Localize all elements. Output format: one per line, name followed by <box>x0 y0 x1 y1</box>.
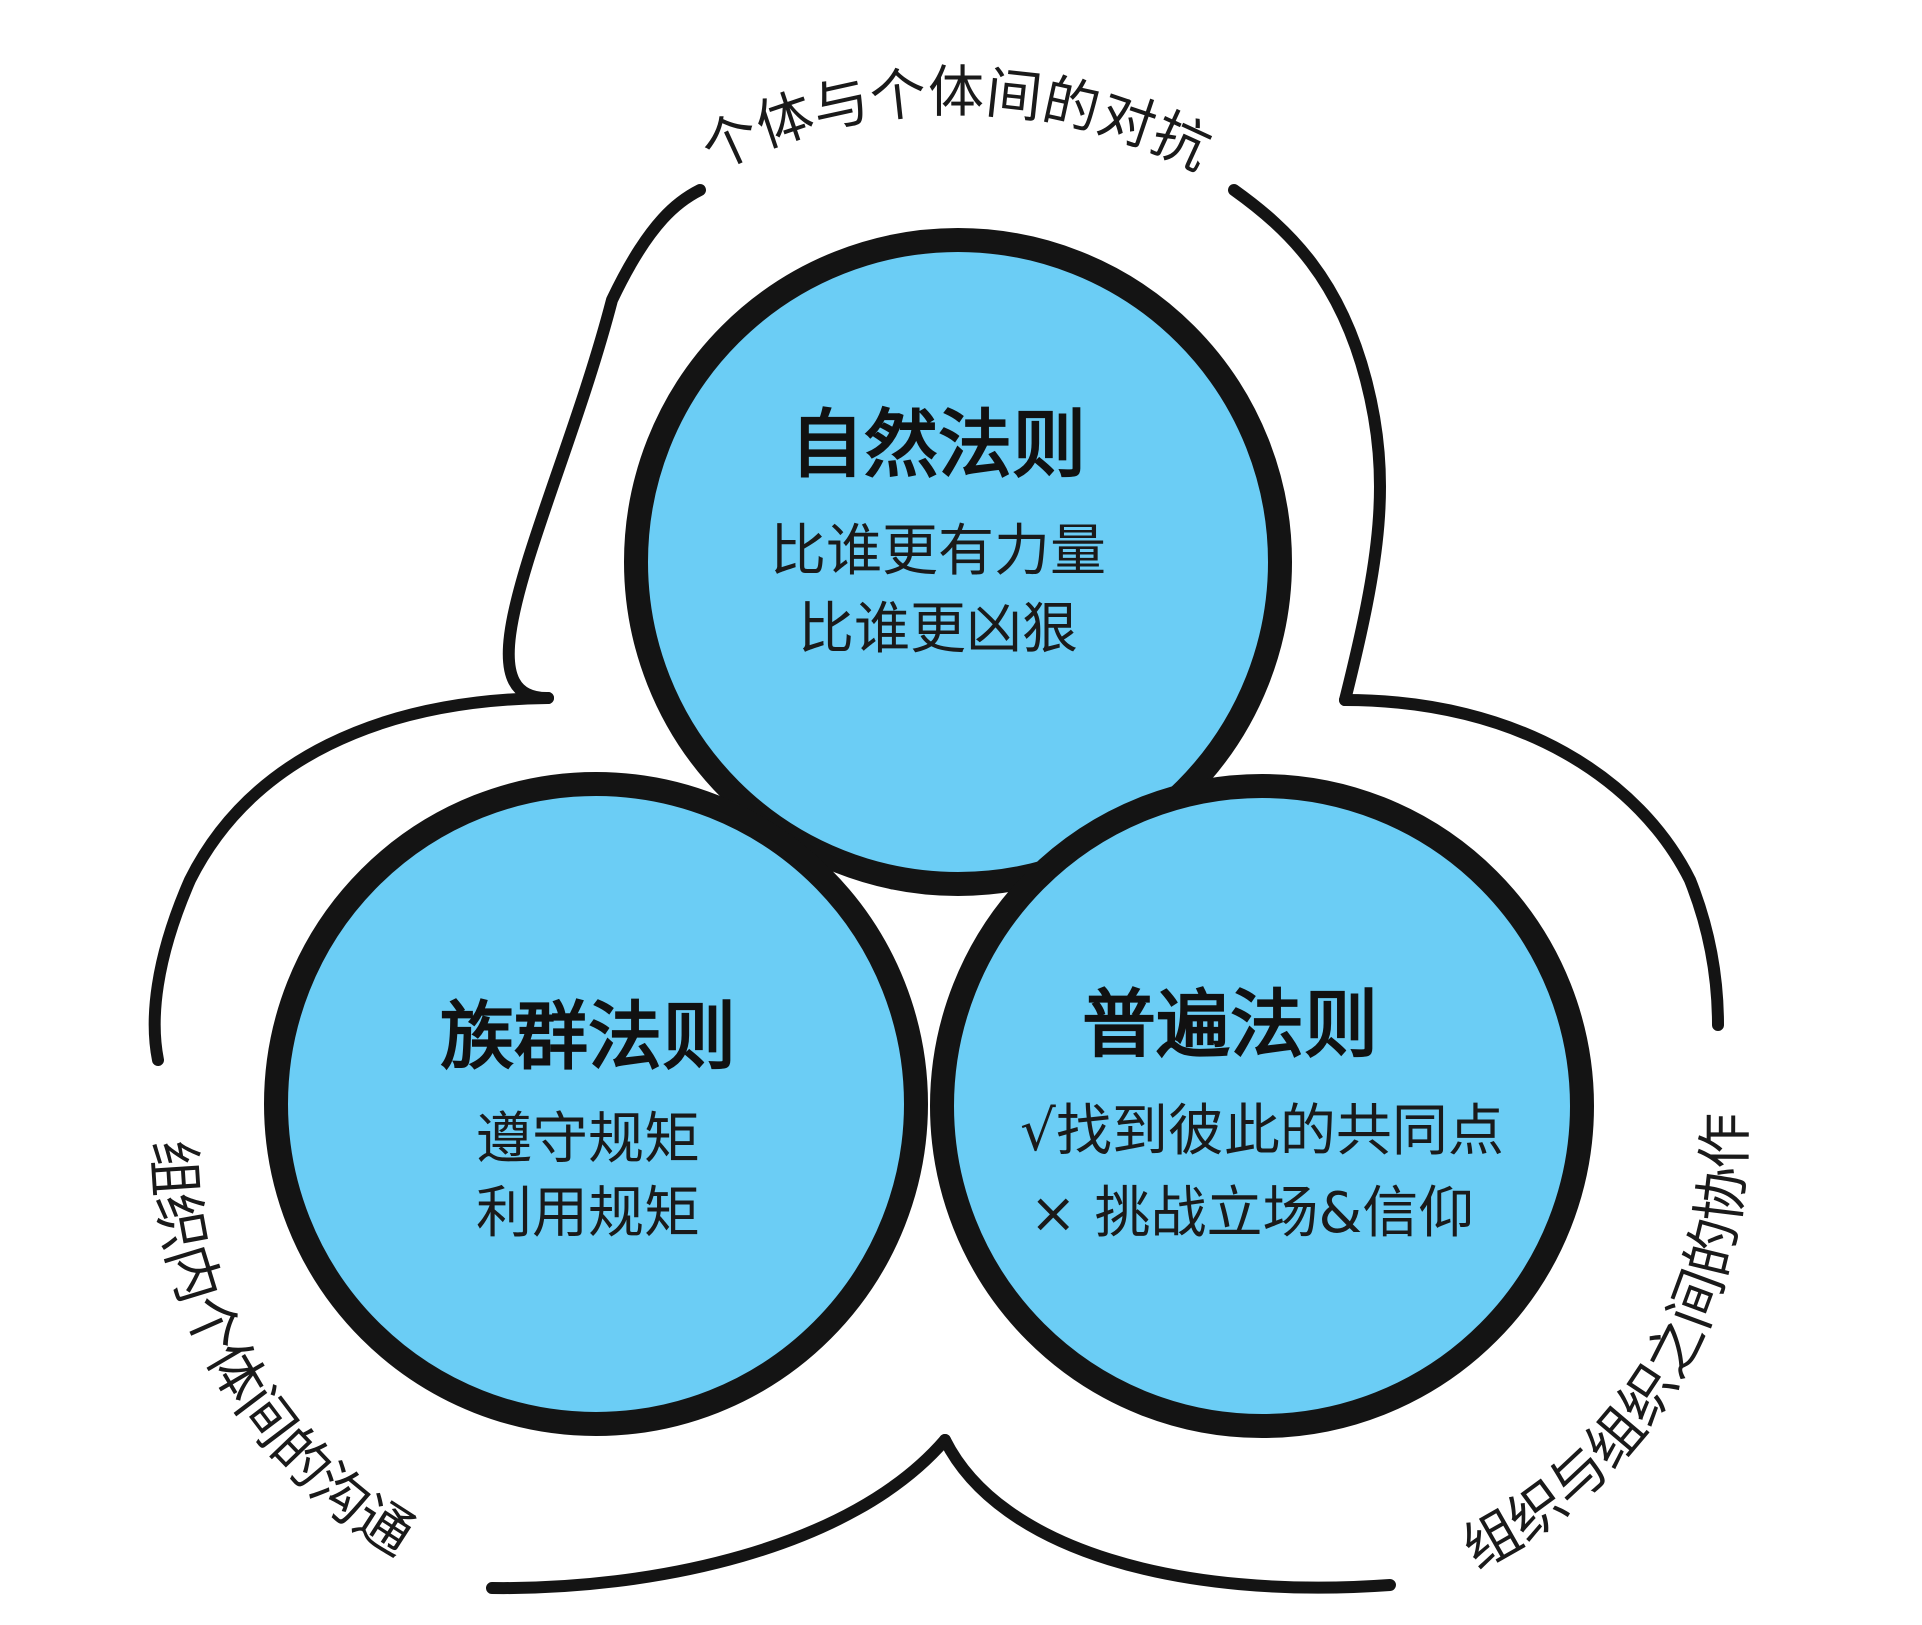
outline-bottom-right <box>939 1434 1396 1594</box>
arc-label-top-path: 个体与个体间的对抗 <box>692 61 1220 184</box>
natural-title: 自然法则 <box>790 402 1086 488</box>
universal-line-2: × 挑战立场&信仰 <box>1030 1181 1474 1246</box>
outline-left-bottom <box>486 1434 951 1595</box>
universal-title: 普遍法则 <box>1082 982 1378 1068</box>
circle-universal <box>930 774 1594 1438</box>
outline-top-lobe-right <box>1228 184 1387 706</box>
arc-label-top: 个体与个体间的对抗 <box>692 61 1220 184</box>
outer-outline <box>148 184 1724 1595</box>
circle-tribal <box>264 772 928 1436</box>
tribal-title: 族群法则 <box>440 994 736 1080</box>
universal-line-1: √找到彼此的共同点 <box>1020 1099 1504 1164</box>
circle-natural <box>624 228 1292 896</box>
outline-left-lobe <box>148 692 554 1066</box>
natural-line-1: 比谁更有力量 <box>770 519 1106 584</box>
outline-top-lobe <box>502 184 706 705</box>
tribal-line-2: 利用规矩 <box>476 1181 700 1246</box>
outline-right-lobe <box>1339 694 1724 1031</box>
tribal-line-1: 遵守规矩 <box>476 1107 700 1172</box>
natural-line-2: 比谁更凶狠 <box>798 597 1078 662</box>
